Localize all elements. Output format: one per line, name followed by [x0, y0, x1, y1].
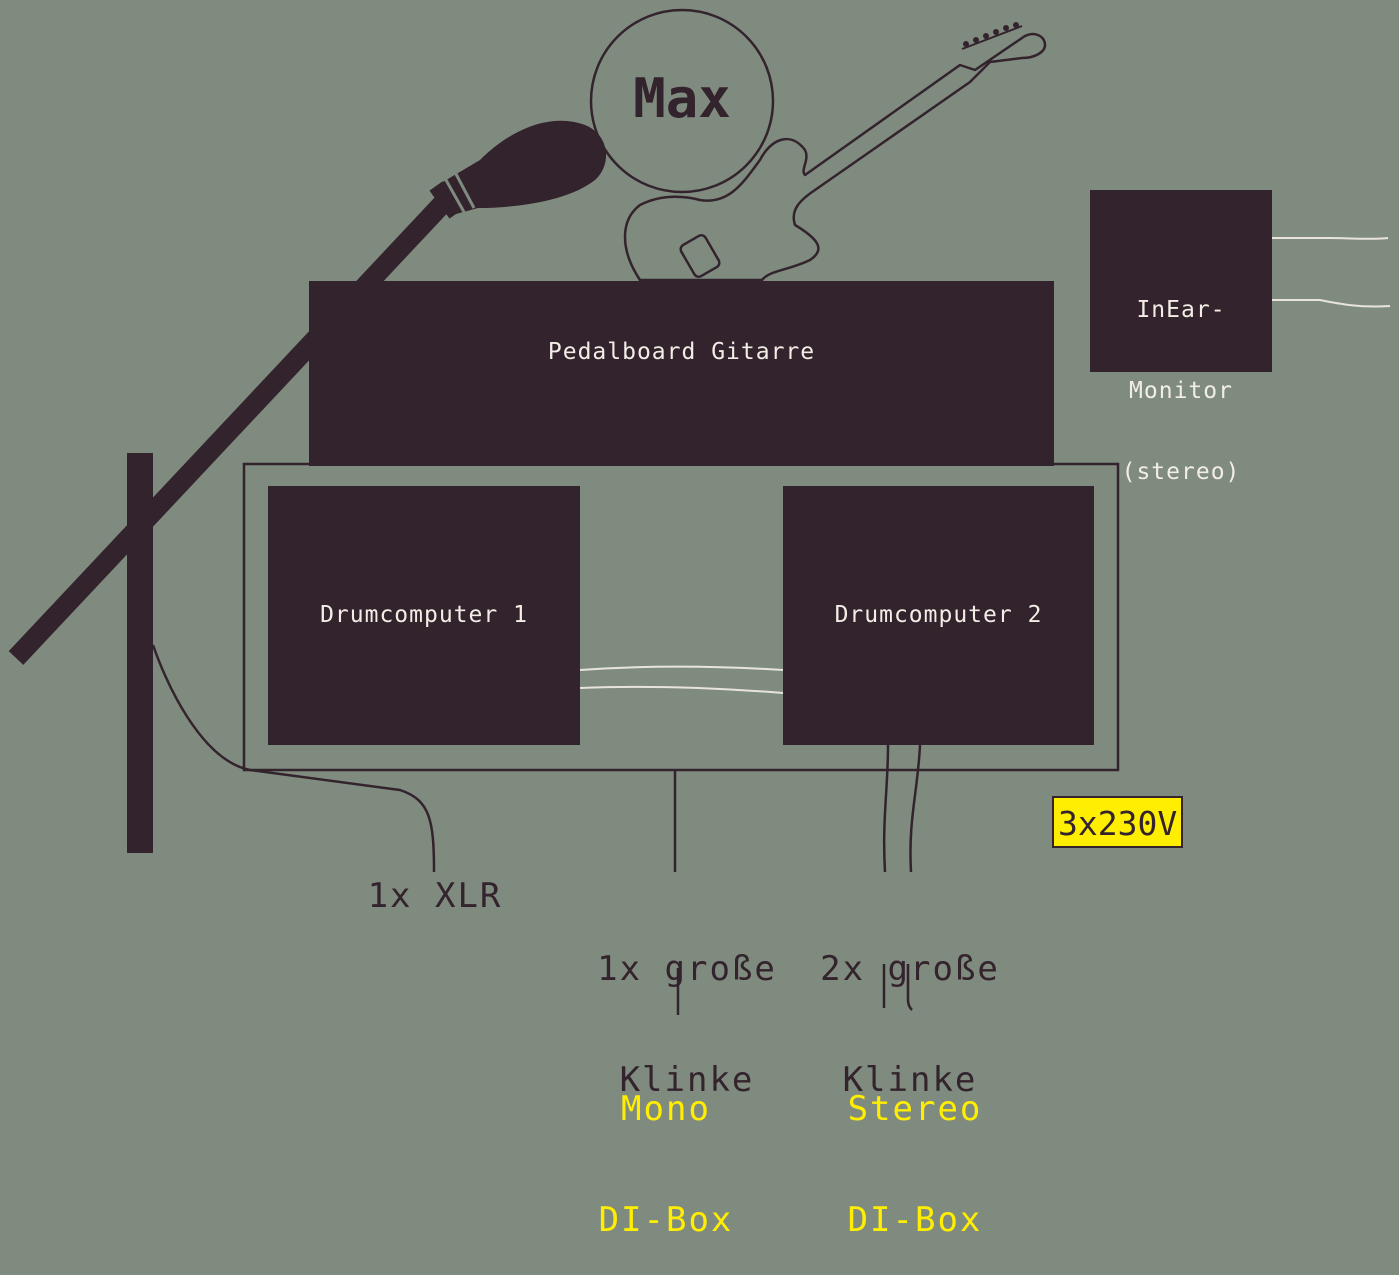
xlr-label: 1x XLR [367, 876, 503, 916]
person-name: Max [633, 67, 731, 130]
stereo-di-cable-right [906, 964, 913, 1011]
drumcomputer-1-label: Drumcomputer 1 [320, 602, 528, 628]
inear-cable-1 [1272, 237, 1389, 240]
inear-label-line-2: Monitor [1129, 378, 1233, 404]
power-badge: 3x230V [1052, 796, 1184, 848]
inear-cable-2 [1272, 299, 1391, 308]
drumcomputer-1-box [268, 486, 580, 745]
inear-monitor-label: InEar- Monitor (stereo) [1090, 243, 1272, 513]
guitar-tuners [963, 22, 1019, 47]
mono-di-line-2: DI-Box [598, 1199, 734, 1240]
drum-link-cable-2 [579, 685, 784, 694]
inear-label-line-3: (stereo) [1121, 459, 1241, 485]
inear-monitor-box [1090, 190, 1272, 372]
stereo-di-box-label: Stereo DI-Box [815, 1018, 1015, 1275]
stereo-jack-line-1: 2x große [820, 949, 1000, 990]
stereo-jack-label: 2x große Klinke [795, 878, 1025, 1135]
mono-jack-line-2: Klinke [619, 1059, 755, 1100]
pedalboard-box [309, 281, 1054, 466]
mono-di-box-label: Mono DI-Box [566, 1018, 766, 1275]
stereo-cable-right [909, 744, 922, 873]
drumcomputer-2-label: Drumcomputer 2 [834, 602, 1043, 628]
pedalboard-label: Pedalboard Gitarre [547, 339, 816, 365]
drumcomputer-2-box [783, 486, 1094, 745]
drum-link-cable-1 [579, 665, 784, 671]
mono-jack-line-1: 1x große [597, 949, 777, 990]
inear-label-line-1: InEar- [1136, 297, 1226, 323]
stereo-cable-left [882, 744, 890, 873]
mono-di-line-1: Mono [621, 1089, 711, 1130]
person-head-circle [589, 8, 775, 194]
stereo-di-line-2: DI-Box [847, 1199, 983, 1240]
microphone-icon [429, 120, 607, 219]
stage-plot [8, 8, 1391, 1015]
mic-boom-arm [8, 193, 454, 665]
stereo-di-line-1: Stereo [847, 1089, 983, 1130]
stereo-jack-line-2: Klinke [842, 1059, 978, 1100]
guitar-icon [623, 32, 1047, 282]
mono-jack-label: 1x große Klinke [572, 878, 802, 1135]
drum-table-outline [242, 462, 1120, 772]
